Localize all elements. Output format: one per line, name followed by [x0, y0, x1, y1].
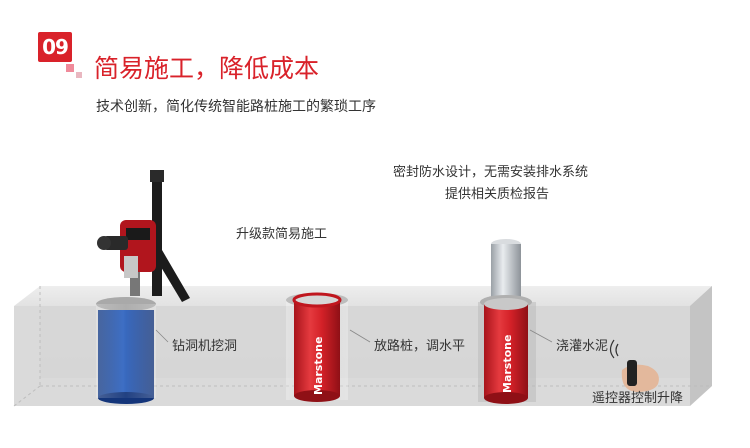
note-quality-report: 提供相关质检报告	[445, 187, 550, 202]
badge-decoration	[66, 64, 74, 72]
page-subtitle: 技术创新，简化传统智能路桩施工的繁琐工序	[96, 99, 376, 115]
drilling-hole	[96, 297, 156, 404]
page-title: 简易施工，降低成本	[94, 54, 320, 83]
badge-decoration	[76, 72, 82, 78]
note-upgrade: 升级款简易施工	[236, 227, 328, 242]
section-number-badge: 09	[38, 32, 72, 62]
note-waterproof: 密封防水设计，无需安装排水系统	[393, 165, 589, 180]
label-pour: 浇灌水泥	[556, 339, 609, 354]
label-remote: 遥控器控制升降	[592, 391, 684, 406]
label-place: 放路桩，调水平	[374, 339, 466, 354]
bollard-placed	[286, 292, 348, 402]
label-drill: 钻洞机挖洞	[172, 339, 238, 354]
leader-line	[155, 329, 169, 343]
brand-label: Marstone	[501, 335, 514, 393]
bollard-raised	[478, 239, 536, 404]
brand-label: Marstone	[312, 337, 325, 395]
remote-hand	[609, 339, 659, 392]
leader-line	[529, 329, 553, 343]
leader-line	[349, 329, 371, 343]
section-number: 09	[42, 35, 69, 59]
core-drill-machine	[97, 170, 190, 302]
